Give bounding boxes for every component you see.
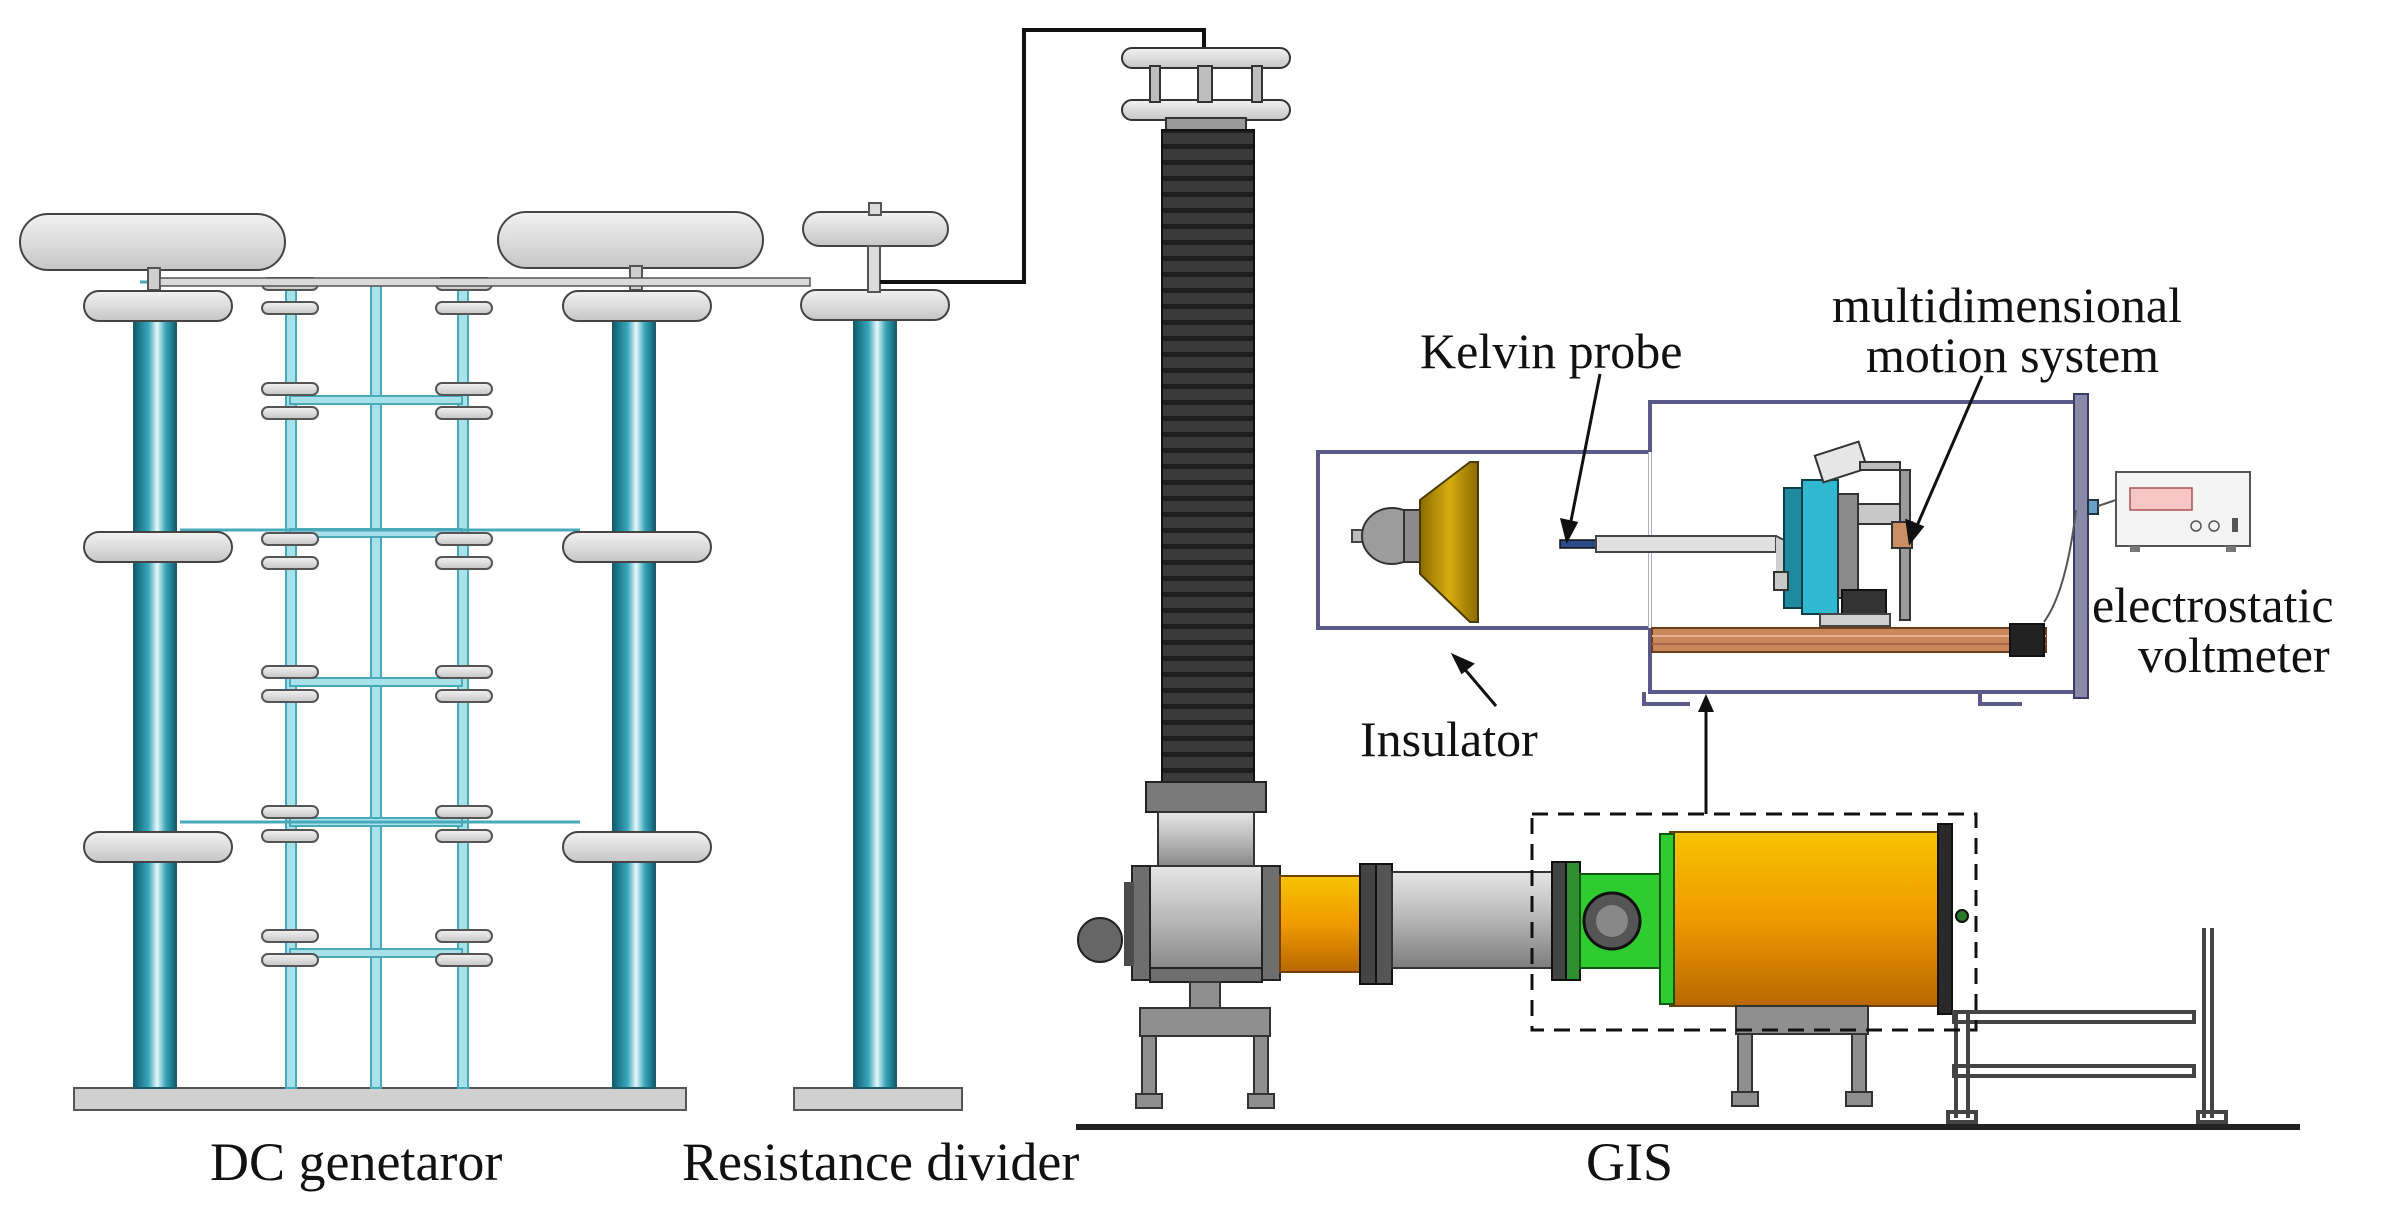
generator-left-column	[133, 317, 177, 1089]
label-gis: GIS	[1586, 1132, 1673, 1192]
inset-cone-insulator	[1419, 461, 1479, 623]
inset-internal-view	[1316, 393, 2117, 706]
gis-test-tank	[1669, 831, 1939, 1007]
label-resistance-divider: Resistance divider	[682, 1132, 1079, 1192]
generator-top-electrode-left	[19, 213, 286, 271]
gis-orange-pipe	[1279, 875, 1361, 973]
label-motion-system-line1: multidimensional	[1832, 277, 2182, 333]
label-insulator: Insulator	[1360, 711, 1538, 767]
gis	[1076, 47, 2300, 1130]
gis-rail-frame	[1946, 928, 2228, 1124]
inset-copper-rail	[1651, 627, 2047, 653]
generator-column-shields	[83, 290, 712, 863]
insulator-arrow	[1460, 665, 1498, 707]
generator-right-column	[612, 317, 656, 1089]
dc-generator	[19, 211, 811, 1111]
generator-base-plate	[73, 1087, 687, 1111]
kelvin-probe-arrow	[1568, 373, 1602, 527]
generator-top-electrode-right	[497, 211, 764, 269]
callout-arrows	[1450, 373, 1984, 707]
label-dc-generator: DC genetaror	[210, 1132, 502, 1192]
hv-lead-wire	[880, 28, 1206, 284]
divider-column	[853, 317, 897, 1089]
inset-kelvin-probe	[1559, 539, 1599, 549]
motion-system-arrow	[1914, 375, 1984, 529]
label-voltmeter-line1: electrostatic	[2092, 577, 2334, 633]
bushing-sheds	[1161, 129, 1255, 783]
test-section-highlight-box	[1530, 812, 1978, 1032]
electrostatic-voltmeter-device	[2115, 471, 2251, 552]
gis-support-stand-right	[1731, 1005, 1873, 1107]
inset-motion-system	[1773, 440, 1913, 627]
resistance-divider	[793, 202, 963, 1111]
label-voltmeter-line2: voltmeter	[2138, 627, 2330, 683]
divider-top-electrode	[802, 211, 949, 247]
gis-gray-pipe	[1391, 871, 1553, 969]
divider-base-plate	[793, 1087, 963, 1111]
bushing-top-shield	[1121, 47, 1291, 133]
label-motion-system-line2: motion system	[1866, 327, 2159, 383]
gis-cross-junction	[1149, 865, 1263, 981]
gis-support-stand-left	[1135, 981, 1275, 1109]
generator-ladder-frame	[140, 280, 620, 1089]
label-kelvin-probe: Kelvin probe	[1420, 323, 1682, 379]
